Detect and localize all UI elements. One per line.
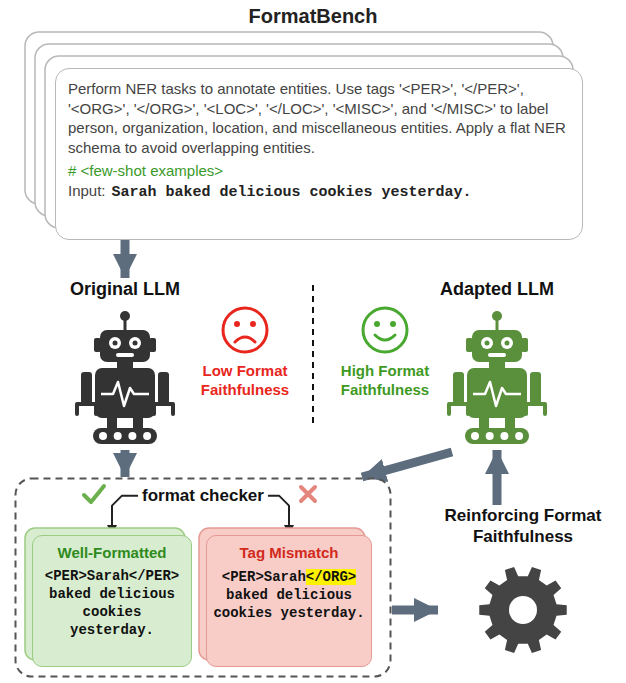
- checker-label-text: format checker: [142, 485, 264, 506]
- well-formatted-box: Well-Formatted <PER>Sarah</PER> baked del…: [32, 535, 192, 667]
- flow-arrow: [121, 240, 130, 278]
- prompt-card-text: Input:: [68, 182, 106, 199]
- checker-group: format checkerWell-Formatted <PER>Sarah</…: [14, 477, 392, 678]
- robot-icon: [58, 278, 192, 450]
- well-formatted-box-text: Well-Formatted: [39, 544, 185, 563]
- prompt-card: Perform NER tasks to annotate entities. …: [55, 68, 583, 240]
- sad-face: [223, 308, 267, 352]
- prompt-card-text: Perform NER tasks to annotate entities. …: [68, 79, 570, 157]
- flow-arrow: [392, 606, 438, 615]
- reinforce-gear: Reinforcing Format Faithfulness: [438, 505, 608, 665]
- flow-arrow: [121, 450, 130, 477]
- reinforce-gear-text: Reinforcing Format Faithfulness: [438, 505, 608, 548]
- faithfulness-label: Low Format Faithfulness: [192, 362, 298, 400]
- tag-mismatch-box-text: baked delicious cookies yesterday.: [213, 586, 365, 622]
- tag-mismatch-box-text: Tag Mismatch: [213, 544, 365, 563]
- tag-mismatch-box: Tag Mismatch <PER>Sarah</ORG>baked delici…: [206, 535, 372, 667]
- adapted-llm: Adapted LLM: [430, 278, 564, 450]
- faithfulness-label: High Format Faithfulness: [332, 362, 438, 400]
- flow-arrow: [493, 450, 502, 505]
- adapted-llm-text: Adapted LLM: [430, 278, 564, 301]
- prompt-card-text: Sarah baked delicious cookies yesterday.: [112, 184, 472, 201]
- divider: [312, 285, 314, 425]
- tag-mismatch-box-text: </ORG>: [306, 569, 356, 585]
- diagram-title: FormatBench: [0, 5, 626, 28]
- original-llm: Original LLM: [58, 278, 192, 450]
- flow-arrow: [362, 452, 452, 477]
- checker-label: format checker: [138, 483, 268, 508]
- prompt-card-text: # <few-shot examples>: [68, 161, 570, 181]
- tag-mismatch-box-text: <PER>Sarah: [222, 569, 306, 585]
- robot-icon: [430, 278, 564, 450]
- well-formatted-box-text: <PER>Sarah</PER> baked delicious cookies…: [39, 567, 185, 640]
- original-llm-text: Original LLM: [58, 278, 192, 301]
- happy-face: [363, 308, 407, 352]
